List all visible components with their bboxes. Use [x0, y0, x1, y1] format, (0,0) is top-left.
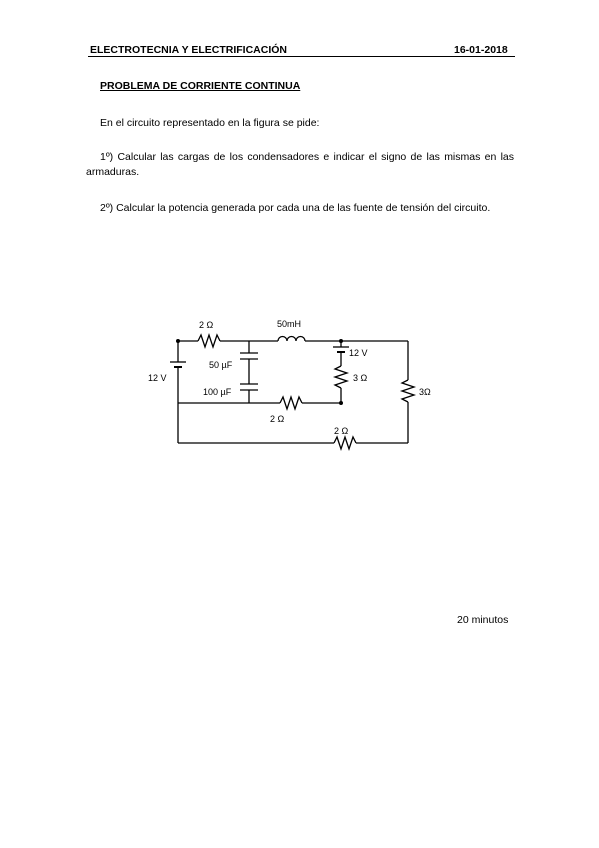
problem-title: PROBLEMA DE CORRIENTE CONTINUA — [100, 80, 301, 92]
node-top-inner — [339, 339, 343, 343]
resistor-bottom — [333, 434, 357, 452]
problem-intro: En el circuito representado en la figura… — [100, 117, 320, 129]
label-r-middle: 2 Ω — [270, 414, 285, 424]
question-1: 1º) Calcular las cargas de los condensad… — [86, 151, 514, 178]
resistor-right — [399, 379, 417, 403]
header-date: 16-01-2018 — [454, 44, 508, 56]
label-source-left: 12 V — [148, 373, 167, 383]
header-subject: ELECTROTECNIA Y ELECTRIFICACIÓN — [90, 44, 287, 56]
node-top-left — [176, 339, 180, 343]
label-inductor: 50mH — [277, 319, 301, 329]
label-source-inner: 12 V — [349, 348, 368, 358]
label-cap-top: 50 µF — [209, 360, 233, 370]
resistor-top-left — [197, 332, 221, 350]
label-cap-bottom: 100 µF — [203, 387, 232, 397]
label-r-top-left: 2 Ω — [199, 320, 214, 330]
resistor-middle — [279, 394, 303, 412]
resistor-inner — [332, 365, 350, 389]
duration: 20 minutos — [457, 614, 509, 626]
label-r-right: 3Ω — [419, 387, 431, 397]
header-rule — [88, 56, 515, 57]
inductor-symbol — [277, 335, 306, 342]
label-r-inner: 3 Ω — [353, 373, 368, 383]
label-r-bottom: 2 Ω — [334, 426, 349, 436]
node-mid-inner — [339, 401, 343, 405]
question-2: 2º) Calcular la potencia generada por ca… — [100, 202, 491, 214]
